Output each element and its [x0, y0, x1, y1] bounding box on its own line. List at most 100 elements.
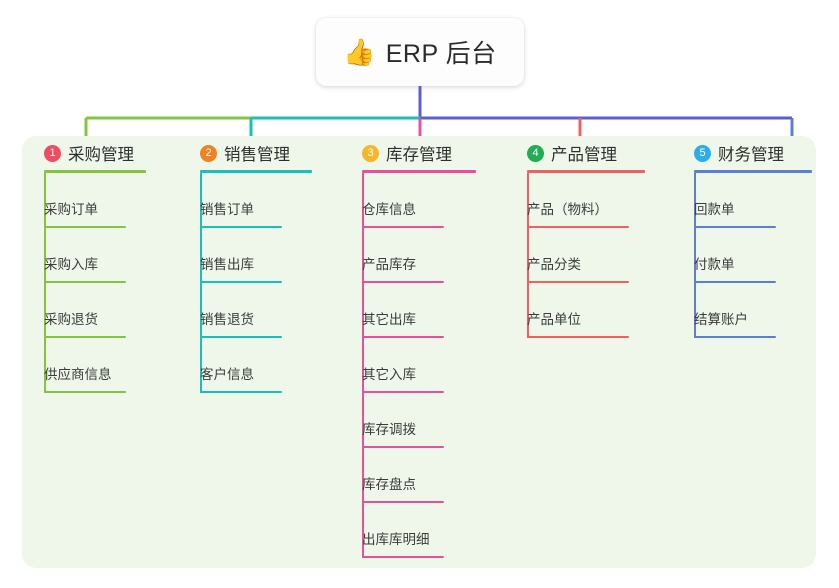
branch-number-badge: 4: [527, 144, 544, 162]
branch-title: 采购管理: [68, 146, 134, 164]
branch-header-rule: [200, 170, 312, 173]
root-title: ERP 后台: [385, 40, 497, 68]
branch-items: 产品（物料） 产品分类产品单位: [505, 173, 629, 338]
branch-spine: [694, 173, 696, 338]
branch-number-badge: 3: [362, 144, 379, 162]
branch-header-rule: [44, 170, 146, 173]
branch-item-rule: [200, 391, 282, 393]
branch-item[interactable]: 其它出库: [340, 283, 452, 338]
branches-panel: 1 采购管理采购订单采购入库采购退货供应商信息 2 销售管理销售订单销售出库销售退货客…: [22, 136, 816, 568]
branch-item-label: 采购入库: [44, 257, 98, 272]
branch-item[interactable]: 客户信息: [178, 338, 290, 393]
branch-item[interactable]: 采购退货: [22, 283, 134, 338]
branch-item[interactable]: 采购入库: [22, 228, 134, 283]
branch-item[interactable]: 库存调拨: [340, 393, 452, 448]
branch-item-label: 出库库明细: [362, 532, 430, 547]
branch-item-rule: [694, 336, 776, 338]
branch-spine: [44, 173, 46, 393]
branch-item-label: 其它出库: [362, 312, 416, 327]
branch-item[interactable]: 回款单: [672, 173, 784, 228]
branch-column-5[interactable]: 5 财务管理回款单付款单结算账户: [672, 136, 812, 338]
branch-item-rule: [527, 281, 629, 283]
thumbs-up-icon: 👍: [343, 37, 376, 67]
branch-title: 产品管理: [551, 146, 617, 164]
branch-item-rule: [362, 556, 444, 558]
branch-item-label: 库存盘点: [362, 477, 416, 492]
branch-column-3[interactable]: 3 库存管理仓库信息产品库存其它出库其它入库库存调拨库存盘点出库库明细: [340, 136, 476, 558]
branch-number-badge: 2: [200, 144, 217, 162]
branch-item-label: 库存调拨: [362, 422, 416, 437]
branch-item-label: 供应商信息: [44, 367, 112, 382]
branch-header-rule: [362, 170, 476, 173]
branch-item-rule: [527, 226, 629, 228]
branch-items: 回款单付款单结算账户: [672, 173, 784, 338]
branch-item-rule: [362, 446, 444, 448]
branch-header-rule: [527, 170, 645, 173]
branch-header-3[interactable]: 3 库存管理: [340, 136, 452, 170]
branch-item-label: 产品分类: [527, 257, 581, 272]
branch-item-rule: [200, 226, 282, 228]
branch-item[interactable]: 产品单位: [505, 283, 629, 338]
branch-item-rule: [527, 336, 629, 338]
root-node[interactable]: 👍 ERP 后台: [316, 18, 524, 86]
branch-item[interactable]: 销售出库: [178, 228, 290, 283]
branch-item[interactable]: 供应商信息: [22, 338, 134, 393]
branch-number-badge: 5: [694, 144, 711, 162]
branch-item-label: 其它入库: [362, 367, 416, 382]
branch-item[interactable]: 结算账户: [672, 283, 784, 338]
branch-item[interactable]: 销售退货: [178, 283, 290, 338]
branch-column-2[interactable]: 2 销售管理销售订单销售出库销售退货客户信息: [178, 136, 312, 393]
branch-title: 销售管理: [224, 146, 290, 164]
branch-item[interactable]: 产品（物料）: [505, 173, 629, 228]
branch-item[interactable]: 销售订单: [178, 173, 290, 228]
branch-item-label: 客户信息: [200, 367, 254, 382]
branch-item-label: 产品（物料）: [527, 202, 608, 217]
branch-item[interactable]: 仓库信息: [340, 173, 452, 228]
branch-header-4[interactable]: 4 产品管理: [505, 136, 617, 170]
branch-item-label: 产品库存: [362, 257, 416, 272]
branch-number-badge: 1: [44, 144, 61, 162]
branch-item[interactable]: 产品分类: [505, 228, 629, 283]
branch-item-label: 销售退货: [200, 312, 254, 327]
branch-item-rule: [362, 391, 444, 393]
branch-item-label: 回款单: [694, 202, 735, 217]
branch-item-label: 仓库信息: [362, 202, 416, 217]
branch-header-1[interactable]: 1 采购管理: [22, 136, 134, 170]
branch-items: 销售订单销售出库销售退货客户信息: [178, 173, 290, 393]
branch-item-label: 付款单: [694, 257, 735, 272]
branch-header-2[interactable]: 2 销售管理: [178, 136, 290, 170]
branch-item-label: 采购订单: [44, 202, 98, 217]
branch-items: 仓库信息产品库存其它出库其它入库库存调拨库存盘点出库库明细: [340, 173, 452, 558]
branch-item-label: 采购退货: [44, 312, 98, 327]
branch-item-rule: [44, 281, 126, 283]
branch-item[interactable]: 产品库存: [340, 228, 452, 283]
branch-item-rule: [44, 226, 126, 228]
branch-item[interactable]: 出库库明细: [340, 503, 452, 558]
branch-title: 库存管理: [386, 146, 452, 164]
branch-spine: [527, 173, 529, 338]
branch-item[interactable]: 其它入库: [340, 338, 452, 393]
branch-item-label: 销售订单: [200, 202, 254, 217]
branch-column-4[interactable]: 4 产品管理产品（物料） 产品分类产品单位: [505, 136, 645, 338]
branch-item[interactable]: 采购订单: [22, 173, 134, 228]
branch-item-rule: [362, 501, 444, 503]
branch-item[interactable]: 库存盘点: [340, 448, 452, 503]
branch-item[interactable]: 付款单: [672, 228, 784, 283]
branch-spine: [200, 173, 202, 393]
branch-column-1[interactable]: 1 采购管理采购订单采购入库采购退货供应商信息: [22, 136, 146, 393]
branch-item-rule: [362, 281, 444, 283]
branch-item-rule: [362, 226, 444, 228]
branch-header-5[interactable]: 5 财务管理: [672, 136, 784, 170]
branch-item-rule: [694, 226, 776, 228]
branch-item-rule: [362, 336, 444, 338]
branch-item-rule: [200, 281, 282, 283]
branch-items: 采购订单采购入库采购退货供应商信息: [22, 173, 134, 393]
branch-item-label: 结算账户: [694, 312, 748, 327]
branch-item-rule: [44, 336, 126, 338]
branch-item-rule: [44, 391, 126, 393]
branch-header-rule: [694, 170, 812, 173]
branch-spine: [362, 173, 364, 558]
branch-title: 财务管理: [718, 146, 784, 164]
branch-item-rule: [200, 336, 282, 338]
